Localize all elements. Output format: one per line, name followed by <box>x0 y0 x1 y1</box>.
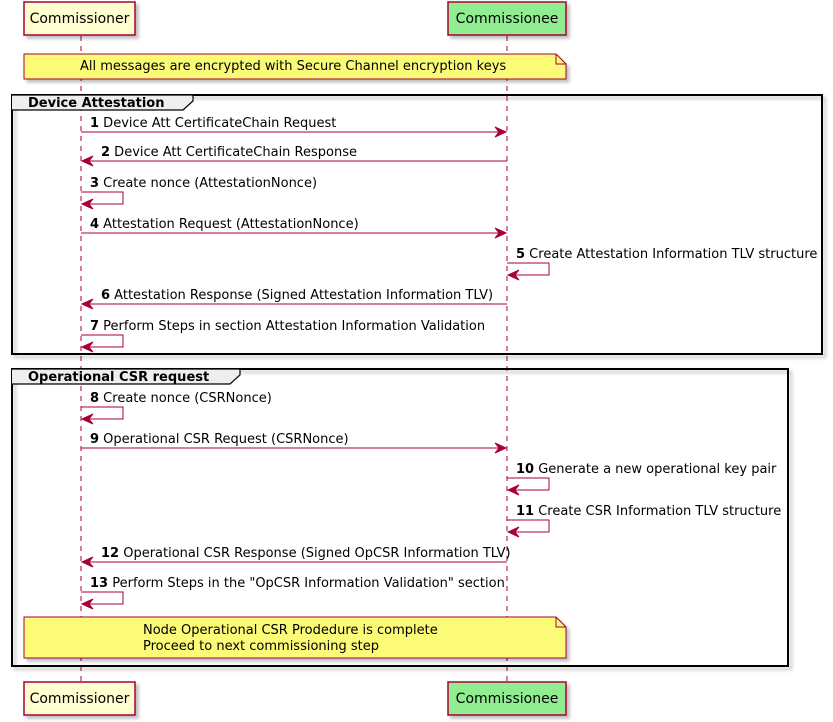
message-12-label: 12 Operational CSR Response (Signed OpCS… <box>101 546 511 561</box>
message-6-label: 6 Attestation Response (Signed Attestati… <box>101 288 493 303</box>
message-5-arrowhead <box>506 269 520 281</box>
message-8: 8 Create nonce (CSRNonce) <box>80 391 272 425</box>
message-10-arrowhead <box>506 484 520 496</box>
note-encryption: All messages are encrypted with Secure C… <box>23 53 567 80</box>
message-11: 11 Create CSR Information TLV structure <box>506 504 781 538</box>
participant-commissionee-label: Commissionee <box>456 11 559 27</box>
note-complete: Node Operational CSR Prodedure is comple… <box>23 616 567 659</box>
message-11-label: 11 Create CSR Information TLV structure <box>516 504 781 519</box>
message-7: 7 Perform Steps in section Attestation I… <box>80 319 485 353</box>
messages-layer: 1 Device Att CertificateChain Request 2 D… <box>80 116 817 610</box>
message-3: 3 Create nonce (AttestationNonce) <box>80 176 317 210</box>
message-10: 10 Generate a new operational key pair <box>506 462 777 496</box>
message-10-label: 10 Generate a new operational key pair <box>516 462 777 477</box>
note-complete-line-2: Proceed to next commissioning step <box>143 639 379 654</box>
message-9-label: 9 Operational CSR Request (CSRNonce) <box>90 432 349 447</box>
message-9: 9 Operational CSR Request (CSRNonce) <box>81 432 508 454</box>
participant-commissioner-top: Commissioner <box>23 1 136 36</box>
message-1-label: 1 Device Att CertificateChain Request <box>90 116 336 131</box>
participant-commissioner-label: Commissioner <box>30 11 130 27</box>
message-4-arrowhead <box>494 227 508 239</box>
participant-commissionee-bottom: Commissionee <box>447 681 567 716</box>
participant-commissionee-label: Commissionee <box>456 691 559 707</box>
message-7-arrowhead <box>80 341 94 353</box>
message-5: 5 Create Attestation Information TLV str… <box>506 247 817 281</box>
message-13-arrowhead <box>80 598 94 610</box>
group-device-attestation: Device Attestation <box>11 94 823 355</box>
participant-commissioner-bottom: Commissioner <box>23 681 136 716</box>
message-2-arrowhead <box>80 155 94 167</box>
note-complete-line-1: Node Operational CSR Prodedure is comple… <box>143 623 438 638</box>
message-13: 13 Perform Steps in the "OpCSR Informati… <box>80 576 505 610</box>
message-8-label: 8 Create nonce (CSRNonce) <box>90 391 272 406</box>
participant-commissionee-top: Commissionee <box>447 1 567 36</box>
group-device-attestation-title: Device Attestation <box>28 96 164 111</box>
message-2: 2 Device Att CertificateChain Response <box>80 145 507 167</box>
message-11-arrowhead <box>506 526 520 538</box>
message-9-arrowhead <box>494 442 508 454</box>
group-operational-csr-title: Operational CSR request <box>28 370 209 385</box>
message-7-label: 7 Perform Steps in section Attestation I… <box>90 319 485 334</box>
message-8-arrowhead <box>80 413 94 425</box>
message-3-label: 3 Create nonce (AttestationNonce) <box>90 176 317 191</box>
group-operational-csr: Operational CSR request <box>11 368 789 667</box>
message-12: 12 Operational CSR Response (Signed OpCS… <box>80 546 511 568</box>
message-6: 6 Attestation Response (Signed Attestati… <box>80 288 507 310</box>
message-1: 1 Device Att CertificateChain Request <box>81 116 508 138</box>
message-5-label: 5 Create Attestation Information TLV str… <box>516 247 817 262</box>
message-13-label: 13 Perform Steps in the "OpCSR Informati… <box>90 576 505 591</box>
message-3-arrowhead <box>80 198 94 210</box>
participant-commissioner-label: Commissioner <box>30 691 130 707</box>
message-2-label: 2 Device Att CertificateChain Response <box>101 145 357 160</box>
message-6-arrowhead <box>80 298 94 310</box>
message-4-label: 4 Attestation Request (AttestationNonce) <box>90 217 359 232</box>
note-encryption-text: All messages are encrypted with Secure C… <box>80 59 506 74</box>
message-12-arrowhead <box>80 556 94 568</box>
message-4: 4 Attestation Request (AttestationNonce) <box>81 217 508 239</box>
message-1-arrowhead <box>494 126 508 138</box>
